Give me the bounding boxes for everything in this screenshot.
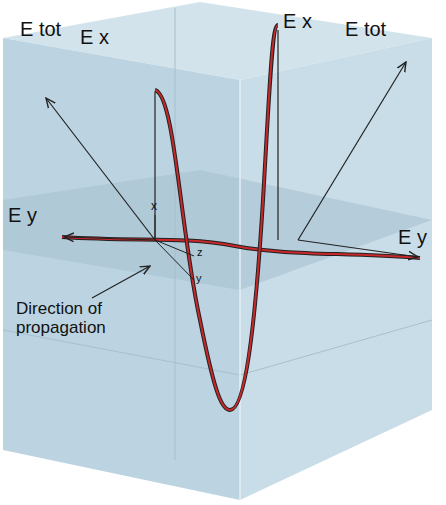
- field-label: E x: [283, 10, 312, 32]
- mid-plane: [3, 170, 432, 290]
- y-axis: [155, 240, 194, 280]
- field-label: E tot: [345, 18, 386, 40]
- x-axis: [155, 215, 156, 240]
- field-label: E x: [80, 26, 109, 48]
- field-label: E y: [8, 204, 37, 226]
- axis-label: z: [197, 246, 203, 258]
- cube-edge: [175, 8, 176, 460]
- axis-label: x: [151, 200, 157, 213]
- ex-vector: [277, 30, 278, 240]
- cube-edge: [240, 320, 432, 375]
- ex-vector: [154, 92, 155, 240]
- propagation-arrow: [92, 266, 150, 298]
- ey-wave-outline: [62, 237, 420, 258]
- field-label: E y: [398, 226, 427, 248]
- ex-wave: [155, 25, 278, 410]
- cube-edge: [239, 80, 241, 500]
- ey-vector: [64, 237, 155, 240]
- axis-label: y: [196, 272, 202, 284]
- ey-wave: [62, 237, 420, 258]
- caption-note: Direction of propagation: [16, 300, 166, 337]
- z-axis: [155, 240, 194, 256]
- etot-vector: [46, 98, 155, 240]
- ex-wave-outline: [155, 25, 278, 410]
- etot-vector: [298, 62, 406, 240]
- field-label: E tot: [20, 18, 61, 40]
